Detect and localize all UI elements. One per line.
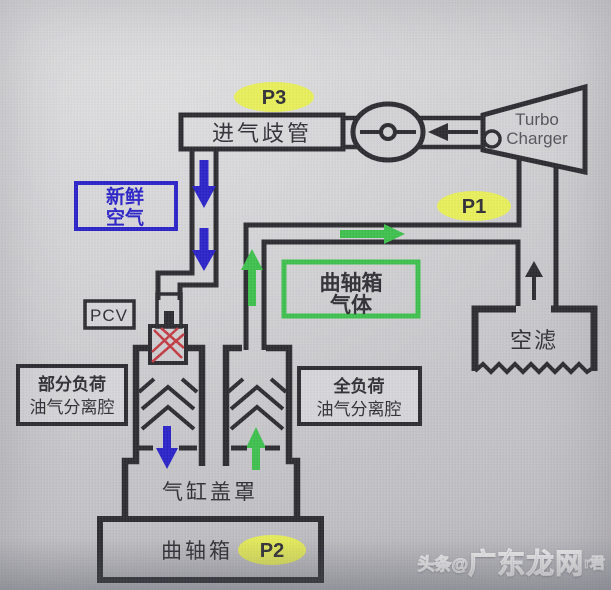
pcv-valve: PCV [83, 292, 188, 365]
boost-air-arrow [428, 123, 478, 141]
pcv-label: PCV [90, 306, 128, 325]
gas-duct-lines [243, 158, 559, 350]
pcv-valve-plunger [164, 311, 174, 328]
p1-label: P1 [462, 196, 486, 218]
gas-duct-inner-wall [261, 239, 521, 350]
baffle-chevron [229, 404, 285, 431]
label-box-border [16, 364, 128, 426]
pcv-valve-body [148, 324, 188, 365]
arrow-head [246, 427, 266, 448]
p1-oval [437, 191, 511, 221]
crankcase-gas-label-box: 曲轴箱 气体 [281, 259, 421, 319]
watermark-suffix: r君 [584, 554, 606, 572]
arrow-head [192, 250, 216, 271]
filtered-air-up-arrow [525, 261, 543, 300]
arrow-head [156, 448, 178, 469]
partial-load-down-arrow [156, 426, 178, 469]
crankcase-box: 曲轴箱 P2 [97, 516, 324, 583]
green-box-border [281, 259, 421, 319]
air-filter-left-top [471, 305, 516, 371]
baffle-tick [269, 377, 288, 394]
baffle-tick [180, 377, 199, 394]
throttle-shaft-dot [379, 123, 397, 141]
full-load-separator-chamber [222, 344, 301, 517]
crankcase-gas-line1: 曲轴箱 [320, 271, 383, 295]
chamber-baffles [226, 377, 288, 431]
full-load-line2: 油气分离腔 [317, 400, 402, 419]
arrow-head [384, 224, 405, 244]
partial-load-line2: 油气分离腔 [30, 398, 115, 417]
full-load-label-box: 全负荷 油气分离腔 [297, 366, 422, 426]
arrow-head [428, 123, 448, 141]
pressure-marker-p1: P1 [437, 191, 511, 221]
p2-oval [238, 535, 306, 565]
watermark-main: 广东龙网 [468, 548, 585, 580]
fresh-duct-right-wall [177, 151, 219, 300]
intake-manifold-label: 进气歧管 [212, 121, 312, 146]
partial-load-separator-chamber [121, 344, 206, 517]
turbo-inlet-circle [482, 129, 502, 149]
hatch-line [160, 327, 185, 349]
fresh-air-label-box: 新鲜 空气 [74, 181, 178, 231]
fresh-air-line2: 空气 [106, 206, 144, 229]
fresh-air-line1: 新鲜 [106, 185, 144, 208]
air-filter: 空滤 [471, 261, 598, 375]
fresh-duct-left-wall [155, 151, 195, 300]
chamber-right-wall [266, 344, 301, 517]
chamber-right-wall [184, 344, 206, 466]
air-filter-right-top [551, 305, 598, 371]
pressure-marker-p3: P3 [234, 82, 314, 112]
p3-label: P3 [262, 87, 286, 109]
fresh-air-down-arrow-1 [192, 160, 216, 208]
baffle-chevron [140, 384, 196, 411]
blue-box-border [74, 181, 178, 231]
full-load-line1: 全负荷 [333, 376, 385, 396]
arrow-head [241, 249, 263, 270]
watermark-prefix: 头条@ [417, 554, 469, 574]
crankcase-gas-right-arrow [340, 224, 405, 244]
turbo-label-line1: Turbo [515, 110, 559, 129]
intake-manifold: 进气歧管 [178, 112, 346, 152]
baffle-tick [137, 377, 156, 394]
chamber-left-wall [121, 344, 150, 517]
throttle-valve-icon [350, 101, 426, 163]
watermark: 头条@ 广东龙网 r君 [417, 542, 606, 582]
crankcase-gas-up-arrow [241, 249, 263, 306]
baffle-tick [226, 377, 245, 394]
turbo-label-line2: Charger [506, 129, 568, 148]
pressure-marker-p2: P2 [238, 535, 306, 565]
pcv-valve-hatch [151, 327, 185, 363]
full-load-up-arrow [246, 427, 266, 470]
crankcase-border [97, 516, 324, 583]
partial-load-line1: 部分负荷 [38, 374, 106, 394]
fresh-air-down-arrow-2 [192, 228, 216, 271]
cylinder-head-cover: 气缸盖罩 [136, 445, 280, 504]
arrow-head [525, 261, 543, 277]
gas-duct-outer-wall [243, 158, 522, 350]
crankcase-label: 曲轴箱 [161, 540, 233, 563]
hatch-line [151, 333, 185, 363]
intake-manifold-box [178, 112, 346, 152]
crankcase-gas-line2: 气体 [329, 293, 373, 317]
partial-load-label-box: 部分负荷 油气分离腔 [16, 364, 128, 426]
pcv-label-box [83, 299, 136, 330]
baffle-chevron [140, 404, 196, 431]
label-box-border [297, 366, 422, 426]
chamber-baffles [137, 377, 199, 431]
arrow-head [192, 186, 216, 208]
air-filter-element-zigzag [473, 361, 596, 375]
chamber-left-wall [222, 344, 242, 466]
baffle-chevron [229, 384, 285, 411]
hatch-line [153, 329, 183, 359]
p3-oval [234, 82, 314, 112]
cylinder-head-cover-label: 气缸盖罩 [162, 481, 258, 504]
p2-label: P2 [260, 540, 284, 562]
air-filter-label: 空滤 [510, 328, 558, 353]
turbo-charger: Turbo Charger [480, 83, 588, 176]
